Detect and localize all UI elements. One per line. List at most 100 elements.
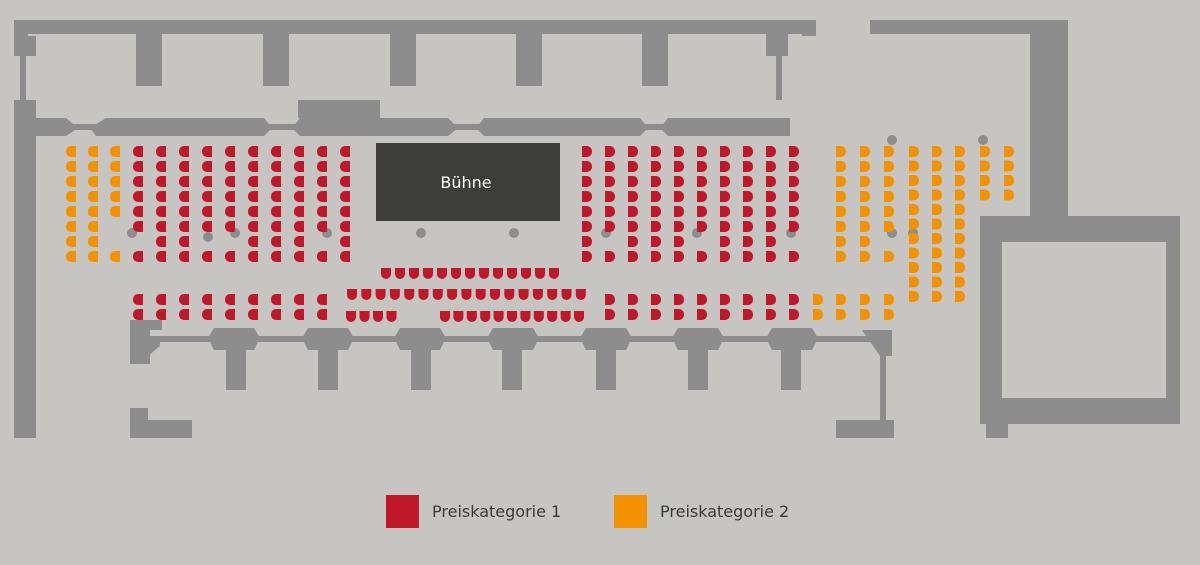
seat [156, 206, 166, 217]
seat [860, 294, 870, 305]
seat [605, 176, 615, 187]
seat [317, 176, 327, 187]
seat [860, 206, 870, 217]
seat [271, 146, 281, 157]
seat [294, 236, 304, 247]
seat [156, 161, 166, 172]
seat [340, 251, 350, 262]
seat [225, 221, 235, 232]
seat [651, 161, 661, 172]
pillar [487, 328, 539, 350]
seat [88, 221, 98, 232]
legend-item-category-1: Preiskategorie 1 [386, 495, 561, 528]
seat [110, 176, 120, 187]
seat [317, 146, 327, 157]
seat [628, 236, 638, 247]
seat [271, 176, 281, 187]
seat [404, 289, 415, 300]
seat [955, 233, 965, 244]
seat [789, 309, 799, 320]
wall-segment [862, 330, 892, 356]
seat [346, 311, 356, 322]
seat [549, 268, 559, 279]
seat [789, 191, 799, 202]
seat [909, 218, 919, 230]
seat [720, 294, 730, 305]
seat [582, 176, 592, 187]
seat [628, 294, 638, 305]
seat [66, 206, 76, 217]
seat [409, 268, 419, 279]
seat [340, 161, 350, 172]
seat [582, 161, 592, 172]
seat [836, 294, 846, 305]
seat [789, 146, 799, 157]
seat [547, 311, 558, 322]
seat [651, 236, 661, 247]
seat [628, 221, 638, 232]
seat [628, 251, 638, 262]
seat [628, 206, 638, 217]
seat [202, 146, 212, 157]
seat [294, 309, 304, 320]
seat [465, 268, 475, 279]
seat [179, 294, 189, 305]
seat [697, 146, 707, 157]
seat [547, 289, 558, 300]
seat [605, 161, 615, 172]
seat [884, 191, 894, 202]
seat [248, 309, 258, 320]
seat [294, 251, 304, 262]
seat [766, 236, 776, 247]
seat [605, 221, 615, 232]
seat [932, 160, 942, 172]
seat [980, 189, 990, 201]
seat [294, 161, 304, 172]
seat [955, 189, 965, 201]
seat [447, 289, 458, 300]
seat [133, 251, 143, 262]
seat [789, 251, 799, 262]
seat [202, 251, 212, 262]
seat [1004, 146, 1014, 157]
wall-segment [14, 36, 36, 56]
seat [133, 161, 143, 172]
stage[interactable]: Bühne [376, 143, 560, 221]
pillar [781, 348, 801, 390]
seat [386, 311, 397, 322]
seat [720, 161, 730, 172]
wall-segment [870, 20, 1068, 34]
seat [88, 161, 98, 172]
seat [432, 289, 443, 300]
wall-segment [148, 336, 160, 356]
seat [628, 176, 638, 187]
seat [884, 161, 894, 172]
seat [461, 289, 472, 300]
seat [248, 146, 258, 157]
seat [860, 176, 870, 187]
seat [720, 221, 730, 232]
wall-segment [836, 420, 894, 438]
seat [561, 289, 572, 300]
seats [66, 146, 1014, 322]
legend-swatch-category-1 [386, 495, 419, 528]
seat [110, 146, 120, 157]
seat [674, 161, 684, 172]
pillar-dot [203, 232, 213, 242]
seat [605, 294, 615, 305]
seat [179, 206, 189, 217]
seat [605, 251, 615, 262]
legend-label-category-2: Preiskategorie 2 [660, 502, 790, 521]
pillar [596, 348, 616, 390]
seat [294, 206, 304, 217]
seat [133, 146, 143, 157]
seat [651, 221, 661, 232]
seat [225, 176, 235, 187]
pillar [226, 348, 246, 390]
seat [674, 191, 684, 202]
seat [156, 251, 166, 262]
pillar [766, 328, 818, 350]
wall-segment [802, 20, 816, 36]
seat [766, 191, 776, 202]
